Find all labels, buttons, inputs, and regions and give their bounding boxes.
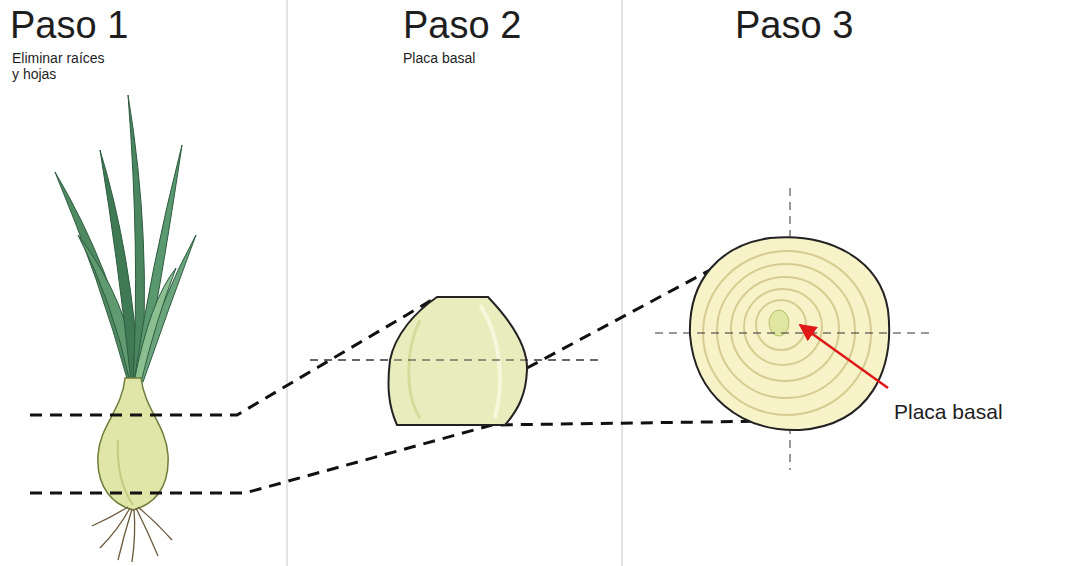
step-heading: Paso 1 (10, 4, 128, 48)
step-heading: Paso 3 (735, 4, 853, 48)
root (92, 507, 128, 526)
cut-guide-lines (30, 238, 775, 493)
onion-ring (756, 300, 806, 350)
crosshair-line (655, 333, 935, 334)
lower-cut-line (30, 421, 775, 493)
step-heading: Paso 2 (403, 4, 521, 48)
onion-bulb (98, 378, 168, 510)
onion-ring (731, 277, 839, 381)
onion-cross-section (690, 237, 889, 430)
middle-cut-line (310, 360, 600, 361)
root (132, 509, 135, 562)
leaf (134, 268, 176, 382)
step-instruction: Eliminar raíces y hojas (12, 50, 110, 82)
step-separator (287, 0, 288, 566)
onion-ring (717, 264, 855, 398)
bulb-shading (118, 440, 133, 505)
step-subtitle: Placa basal (403, 50, 543, 66)
basal-plate-core (769, 310, 789, 336)
step-separator (622, 0, 623, 566)
root (138, 507, 172, 540)
onion-ring (744, 289, 822, 365)
bulb-shading (409, 320, 420, 418)
onion-roots (92, 507, 172, 562)
middle-cut-line (310, 360, 600, 361)
leaf (134, 145, 182, 382)
upper-cut-line (30, 297, 437, 415)
pointer-arrow (800, 325, 888, 388)
root (118, 509, 132, 560)
trimmed-bulb (388, 297, 527, 425)
bulb-highlight (480, 305, 500, 418)
part-label: Placa basal (894, 400, 1064, 424)
